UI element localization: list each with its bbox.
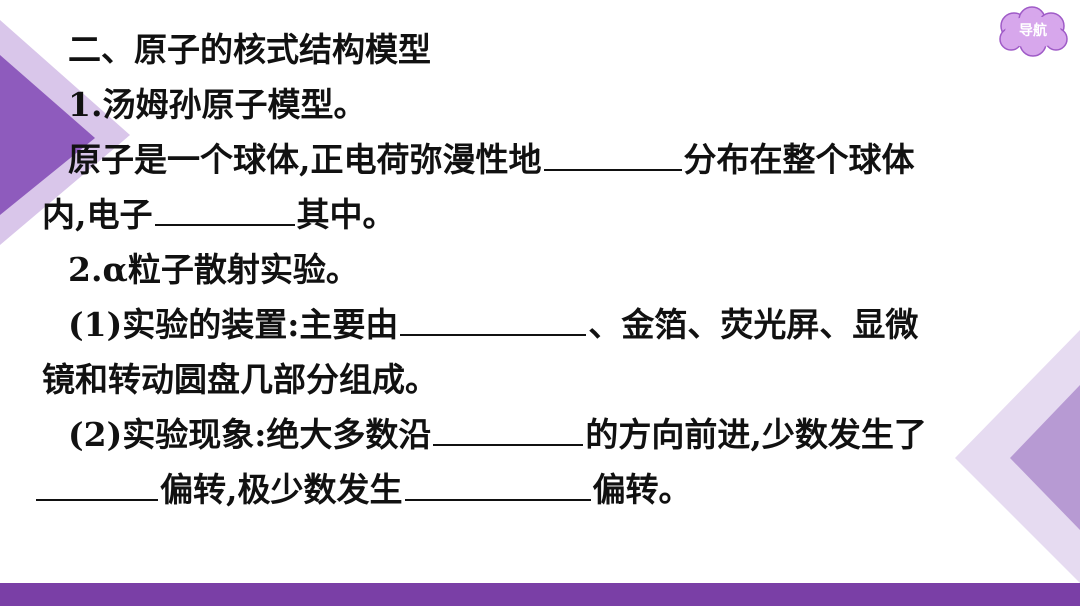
item2-p1-line2: 镜和转动圆盘几部分组成。	[42, 360, 438, 399]
right-triangle-dark	[1010, 385, 1080, 530]
item2-p2-c: 偏转,极少数发生	[160, 470, 403, 509]
fill-blank-5[interactable]	[36, 471, 158, 501]
item1-line1: 原子是一个球体,正电荷弥漫性地 分布在整个球体	[34, 132, 1044, 187]
fill-blank-2[interactable]	[154, 196, 295, 226]
section-title: 二、原子的核式结构模型	[68, 30, 431, 69]
item2-p1-b: 、金箔、荧光屏、显微	[588, 305, 919, 344]
item2-p2-b: 的方向前进,少数发生了	[585, 415, 927, 454]
item2-p1-a: (1)实验的装置:主要由	[68, 305, 399, 344]
item1-text-a: 原子是一个球体,正电荷弥漫性地	[68, 140, 542, 179]
fill-blank-1[interactable]	[543, 141, 682, 171]
item2-p2-line1: (2)实验现象:绝大多数沿 的方向前进,少数发生了	[34, 407, 1044, 462]
content: 二、原子的核式结构模型 1.汤姆孙原子模型。 原子是一个球体,正电荷弥漫性地 分布…	[34, 22, 1044, 517]
item2-title: 2.α粒子散射实验。	[68, 250, 359, 289]
item1-line2: 内,电子 其中。	[34, 187, 1044, 242]
item2-p2-d: 偏转。	[592, 470, 692, 509]
item1-text-b: 分布在整个球体	[683, 140, 915, 179]
left-triangle-dark	[0, 55, 95, 215]
item1-text-c: 内,电子	[42, 195, 153, 234]
nav-button-label: 导航	[1019, 23, 1047, 39]
nav-button[interactable]: 导航	[996, 6, 1070, 58]
fill-blank-4[interactable]	[433, 416, 584, 446]
item1-title: 1.汤姆孙原子模型。	[68, 85, 367, 124]
fill-blank-6[interactable]	[404, 471, 591, 501]
fill-blank-3[interactable]	[400, 306, 587, 336]
item2-p2-a: (2)实验现象:绝大多数沿	[68, 415, 432, 454]
item1-text-d: 其中。	[296, 195, 396, 234]
item2-p2-line2: 偏转,极少数发生 偏转。	[34, 462, 1044, 517]
cloud-icon	[999, 6, 1068, 57]
item2-p1-line1: (1)实验的装置:主要由 、金箔、荧光屏、显微	[34, 297, 1044, 352]
bottom-bar	[0, 583, 1080, 606]
